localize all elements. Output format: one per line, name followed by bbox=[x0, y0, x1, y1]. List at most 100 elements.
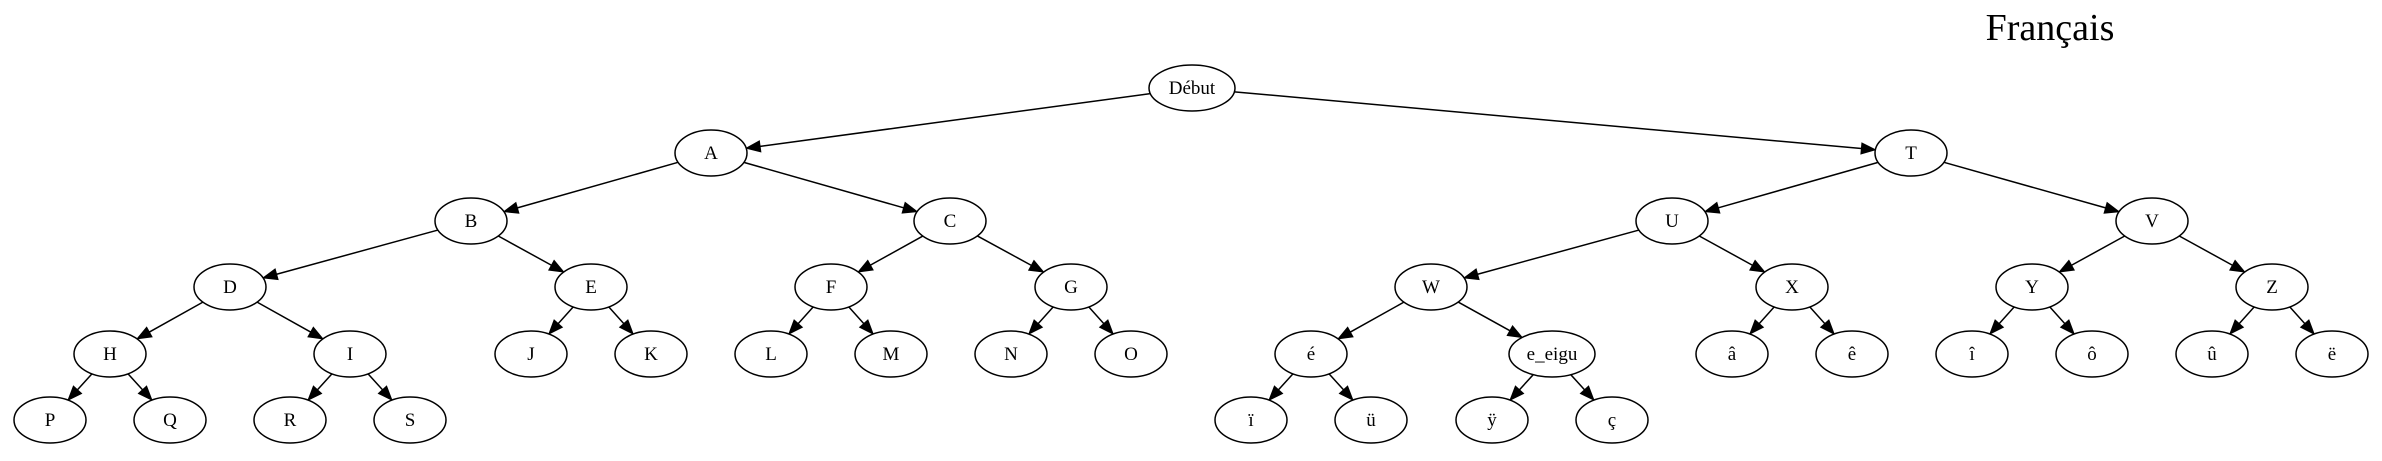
arrowhead-icon bbox=[502, 201, 520, 214]
edge-g-to-o bbox=[1088, 306, 1115, 336]
node-label: I bbox=[347, 344, 353, 365]
node-label: R bbox=[284, 410, 297, 431]
arrowhead-icon bbox=[1268, 385, 1284, 402]
node-shape bbox=[1214, 396, 1288, 444]
node-m: M bbox=[854, 330, 928, 378]
edge-e-to-k bbox=[608, 306, 635, 336]
node-label: E bbox=[585, 277, 597, 298]
edge-line bbox=[977, 235, 1032, 267]
edge-f-to-m bbox=[848, 306, 875, 336]
node-shape bbox=[373, 396, 447, 444]
edge-line bbox=[2071, 235, 2126, 266]
node-shape bbox=[1874, 129, 1948, 177]
arrowhead-icon bbox=[1703, 201, 1721, 214]
node-a-circumflex: â bbox=[1695, 330, 1769, 378]
edge-line bbox=[276, 229, 439, 275]
edge-v-to-y bbox=[2058, 235, 2126, 273]
arrowhead-icon bbox=[744, 140, 762, 153]
arrowhead-icon bbox=[547, 319, 564, 336]
edge-line bbox=[1698, 235, 1753, 266]
node-label: Y bbox=[2025, 277, 2039, 298]
node-o-circumflex: ô bbox=[2055, 330, 2129, 378]
node-shape bbox=[313, 330, 387, 378]
node-z: Z bbox=[2235, 263, 2309, 311]
edge-d-to-i bbox=[256, 301, 325, 340]
node-label: Q bbox=[163, 410, 177, 431]
node-label: î bbox=[1968, 344, 1975, 365]
node-label: e_eigu bbox=[1527, 344, 1578, 365]
arrowhead-icon bbox=[1098, 319, 1115, 336]
edge-e-to-j bbox=[547, 306, 574, 336]
node-i-diaeresis: ï bbox=[1214, 396, 1288, 444]
arrowhead-icon bbox=[1506, 324, 1524, 339]
node-shape bbox=[1935, 330, 2009, 378]
edge-f-to-l bbox=[787, 306, 814, 336]
edge-a-to-b bbox=[502, 161, 679, 214]
node-e-acute: é bbox=[1274, 330, 1348, 378]
edge-z-to-u-circumflex bbox=[2228, 306, 2255, 336]
arrowhead-icon bbox=[307, 385, 323, 402]
edge-line bbox=[256, 301, 312, 333]
edge-line bbox=[1518, 374, 1534, 391]
node-shape bbox=[2235, 263, 2309, 311]
node-label: F bbox=[826, 277, 837, 298]
node-o: O bbox=[1094, 330, 1168, 378]
edge-b-to-e bbox=[497, 235, 565, 273]
node-x: X bbox=[1755, 263, 1829, 311]
node-t: T bbox=[1874, 129, 1948, 177]
node-q: Q bbox=[133, 396, 207, 444]
node-label: â bbox=[1728, 344, 1737, 365]
edge-line bbox=[127, 373, 144, 391]
node-label: ï bbox=[1247, 410, 1254, 431]
arrowhead-icon bbox=[858, 319, 875, 336]
node-y: Y bbox=[1995, 263, 2069, 311]
edge-line bbox=[2049, 306, 2066, 325]
node-shape bbox=[674, 129, 748, 177]
arrowhead-icon bbox=[2059, 319, 2076, 336]
edge-d-to-h bbox=[135, 301, 204, 340]
arrowhead-icon bbox=[1027, 319, 1044, 336]
node-shape bbox=[494, 330, 568, 378]
node-label: Z bbox=[2266, 277, 2278, 298]
node-label: ô bbox=[2087, 344, 2097, 365]
node-label: ê bbox=[1848, 344, 1856, 365]
node-h: H bbox=[73, 330, 147, 378]
arrowhead-icon bbox=[2058, 259, 2075, 273]
edge-line bbox=[76, 373, 93, 391]
edge-line bbox=[1037, 306, 1054, 325]
node-label: N bbox=[1004, 344, 1018, 365]
node-shape bbox=[1815, 330, 1889, 378]
arrowhead-icon bbox=[1462, 268, 1480, 281]
node-shape bbox=[2295, 330, 2369, 378]
edge-e-acute-to-u-diaeresis bbox=[1328, 373, 1354, 402]
node-label: X bbox=[1785, 277, 1799, 298]
edge-line bbox=[1943, 161, 2106, 209]
edge-v-to-z bbox=[2178, 235, 2246, 273]
node-label: û bbox=[2207, 344, 2217, 365]
arrowhead-icon bbox=[377, 385, 393, 402]
edge-line bbox=[557, 306, 574, 325]
node-shape bbox=[734, 330, 808, 378]
node-shape bbox=[133, 396, 207, 444]
node-shape bbox=[913, 197, 987, 245]
node-w: W bbox=[1394, 263, 1468, 311]
edge-line bbox=[1477, 229, 1640, 275]
edge-u-to-x bbox=[1698, 235, 1766, 273]
node-shape bbox=[2055, 330, 2129, 378]
arrowhead-icon bbox=[137, 385, 153, 402]
node-u-diaeresis: ü bbox=[1334, 396, 1408, 444]
node-j: J bbox=[494, 330, 568, 378]
arrowhead-icon bbox=[548, 259, 565, 273]
node-label: S bbox=[405, 410, 416, 431]
edge-line bbox=[743, 161, 904, 209]
node-shape bbox=[1094, 330, 1168, 378]
node-label: B bbox=[465, 211, 478, 232]
edge-line bbox=[1758, 306, 1775, 325]
edge-i-to-r bbox=[307, 373, 333, 402]
edge-line bbox=[797, 306, 814, 325]
edge-e-eigu-to-c-cedilla bbox=[1570, 374, 1595, 402]
edge-h-to-q bbox=[127, 373, 153, 402]
node-u-circumflex: û bbox=[2175, 330, 2249, 378]
node-shape bbox=[1755, 263, 1829, 311]
